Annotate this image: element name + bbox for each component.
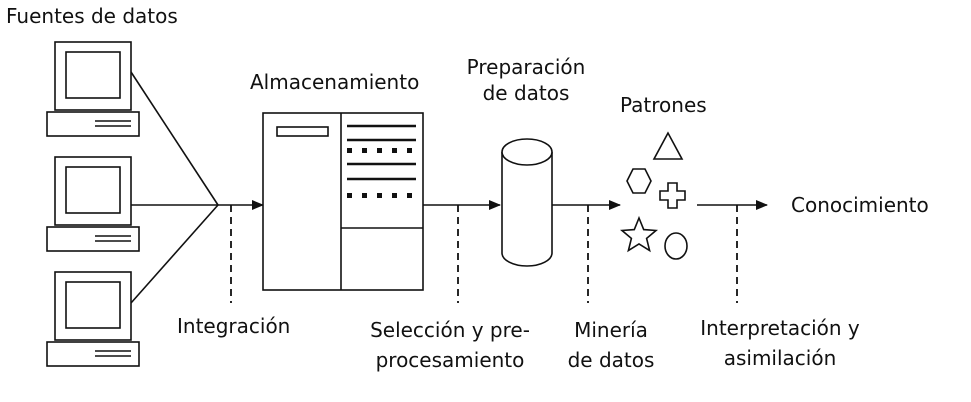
computer-icon [46,41,140,137]
source-connectors [130,71,219,304]
preparation-label-line1: Preparación [466,55,586,79]
integration-label: Integración [177,314,291,338]
star-icon [619,215,659,253]
computer-icon [46,271,140,367]
interpretation-label-line1: Interpretación y [700,316,860,340]
computer-icon [46,156,140,252]
preparation-label-line2: de datos [482,81,570,105]
selection-label-line1: Selección y pre- [370,318,530,342]
cylinder-database-icon [501,138,553,267]
mining-label-line2: de datos [567,348,655,372]
hexagon-icon [626,168,652,194]
cross-icon [659,182,686,209]
selection-label: Selección y pre- procesamiento [355,317,545,373]
server-rack-icon [262,112,424,291]
mining-label-line1: Minería [574,318,648,342]
mining-label: Minería de datos [555,317,667,373]
interpretation-label-line2: asimilación [723,346,837,370]
sources-label: Fuentes de datos [6,4,178,28]
interpretation-label: Interpretación y asimilación [682,315,878,371]
triangle-icon [652,131,684,160]
circle-icon [664,232,688,260]
patterns-label: Patrones [620,93,707,117]
selection-label-line2: procesamiento [375,348,525,372]
preparation-label: Preparación de datos [455,54,597,106]
storage-label: Almacenamiento [250,70,420,94]
knowledge-label: Conocimiento [791,193,929,217]
